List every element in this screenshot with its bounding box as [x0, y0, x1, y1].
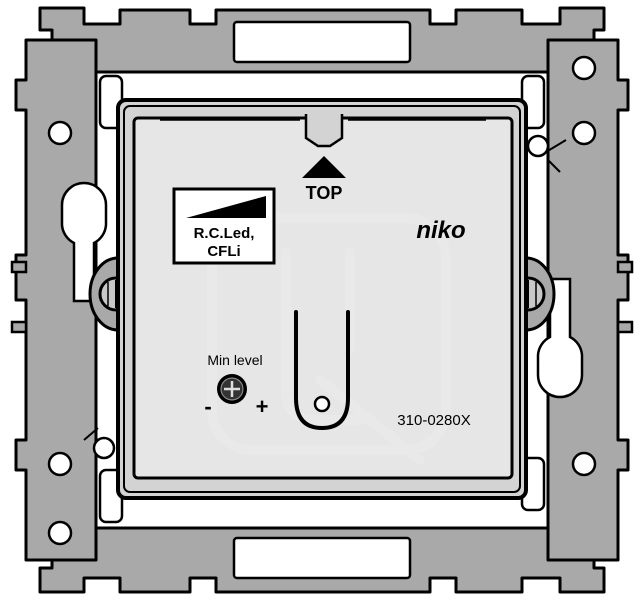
left-pin-lower [10, 320, 28, 334]
minus-sign: - [204, 394, 211, 419]
left-pin-upper [10, 260, 28, 274]
level-ramp-icon [186, 196, 266, 218]
frame-hole-right-top [571, 120, 597, 146]
clip-hole-bottom-left [92, 436, 116, 460]
right-pin-lower [616, 320, 634, 334]
watermark-logo-icon [207, 213, 451, 465]
load-type-label: R.C.Led, CFLi [172, 187, 276, 265]
brand-logo: niko [416, 217, 465, 244]
clip-hole-top-right [526, 134, 550, 158]
min-level-label: Min level [207, 352, 262, 368]
right-pin-upper [616, 260, 634, 274]
frame-hole-right-base [571, 55, 597, 81]
arrow-up-icon [302, 156, 346, 178]
mounting-frame [14, 6, 630, 594]
frame-hole-left-top [47, 120, 73, 146]
min-level-control: Min level - + [204, 352, 268, 419]
article-number: 310-0280X [397, 412, 470, 429]
keyhole-right [536, 277, 584, 399]
load-type-line2: CFLi [207, 243, 240, 260]
frame-hole-left-base [47, 520, 73, 546]
plus-sign: + [256, 394, 269, 419]
u-shaped-wire-icon [294, 310, 350, 431]
top-slot [232, 20, 412, 64]
frame-hole-left-bottom [47, 451, 73, 477]
frame-hole-right-bottom [571, 451, 597, 477]
keyhole-left [60, 181, 108, 303]
top-label: TOP [306, 183, 343, 203]
cover-markers [83, 139, 567, 441]
bottom-slot [232, 536, 412, 580]
load-type-line1: R.C.Led, [194, 225, 255, 242]
top-indicator: TOP [302, 156, 346, 203]
top-latch [304, 114, 344, 148]
